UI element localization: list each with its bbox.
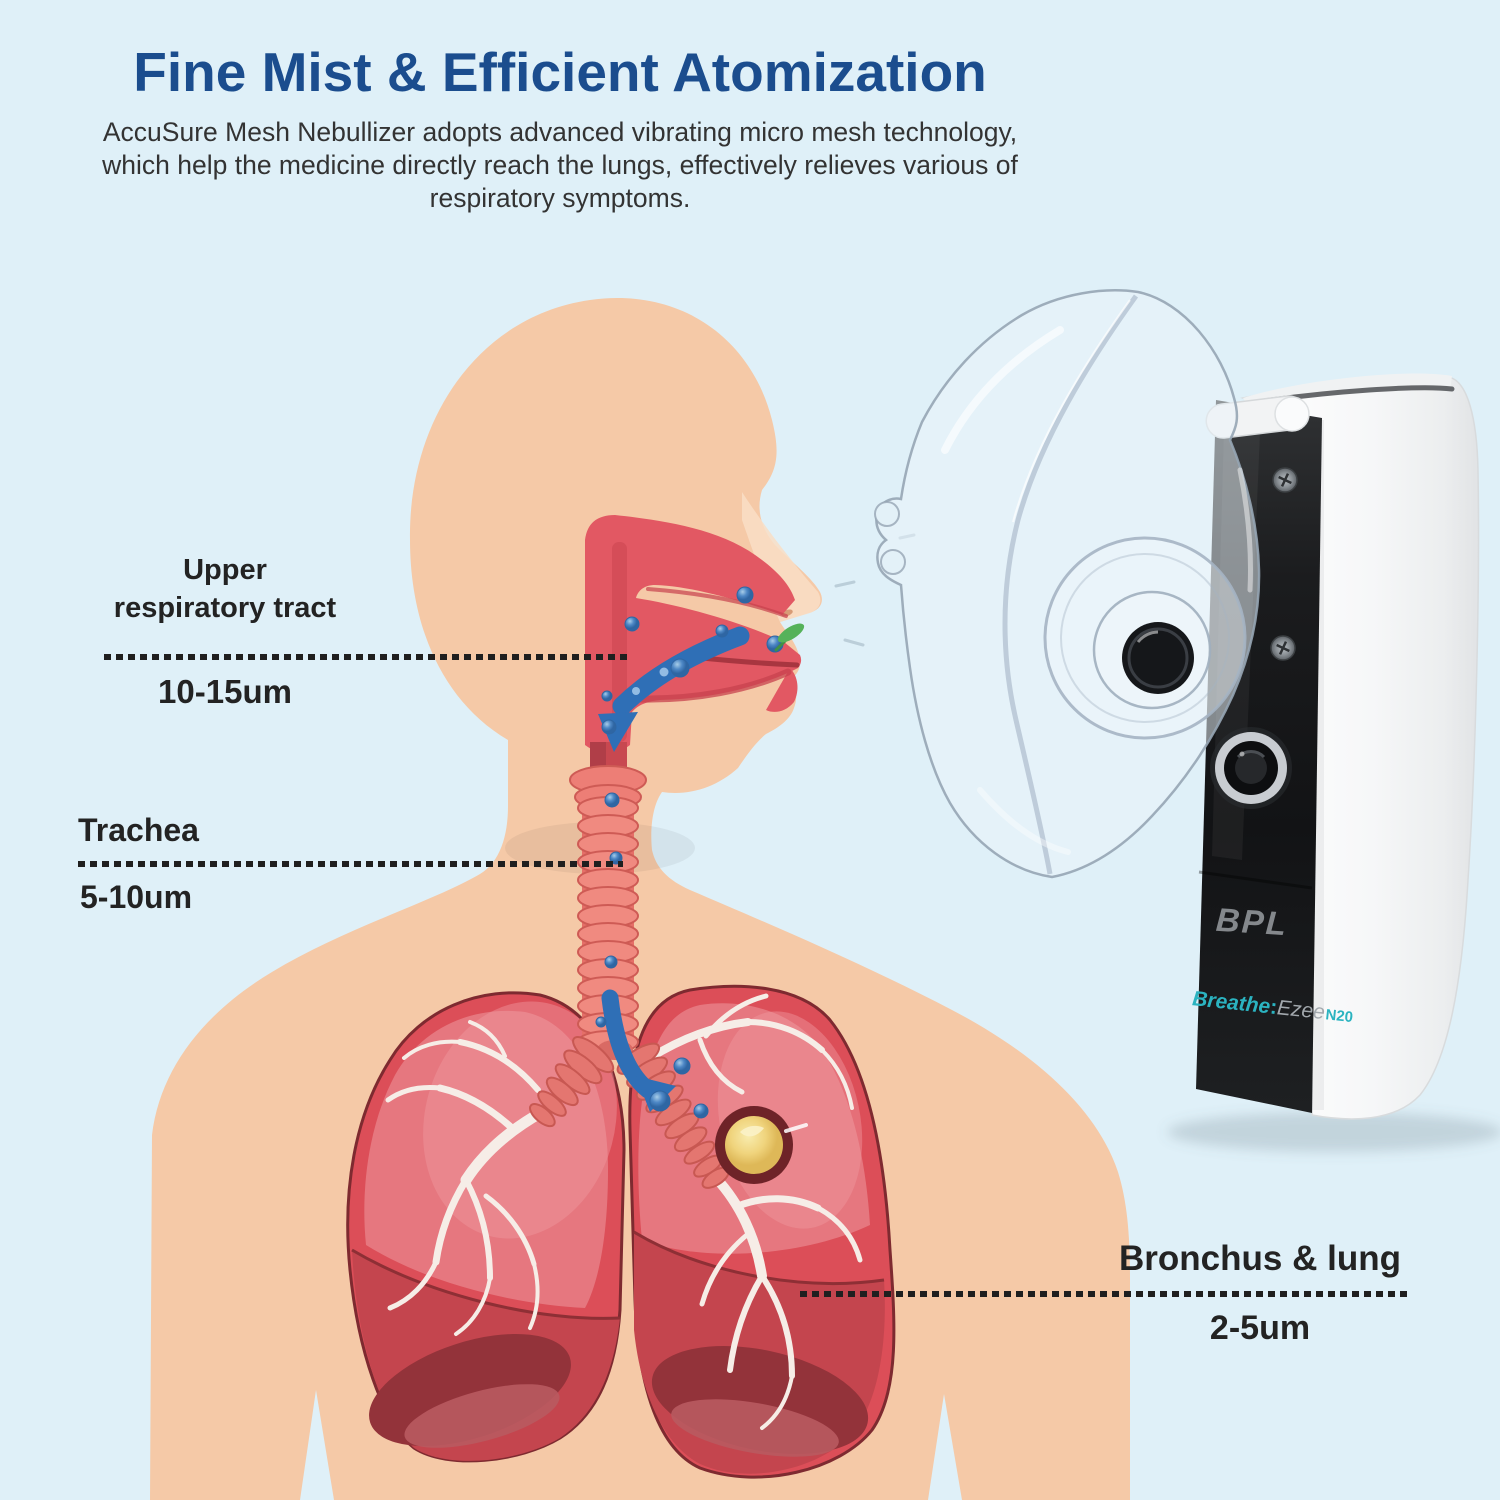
device-lid xyxy=(1243,373,1452,406)
subtitle-line-3: respiratory symptoms. xyxy=(429,183,691,213)
leader-line-bronchus xyxy=(800,1291,1407,1297)
mask-cup-ring xyxy=(1060,553,1230,723)
callout-trachea-value: 5-10um xyxy=(80,879,193,915)
callout-upper-line1: Upper xyxy=(183,554,267,586)
nose-highlight xyxy=(742,492,821,622)
nasal-floor-shade xyxy=(646,587,788,618)
header: Fine Mist & Efficient Atomization AccuSu… xyxy=(5,40,1115,215)
model-name-secondary: Ezee xyxy=(1275,996,1326,1025)
callout-upper-line2: respiratory tract xyxy=(113,592,337,624)
nebulizer-mask-illustration xyxy=(874,289,1261,879)
panel-section-line xyxy=(1198,870,1313,890)
model-name-variant: N20 xyxy=(1324,1006,1354,1027)
leader-line-trachea xyxy=(78,861,623,867)
bronchi-left xyxy=(385,1020,548,1336)
green-sprout xyxy=(774,623,805,652)
mask-fold-line xyxy=(1002,294,1139,875)
screw-top xyxy=(1272,467,1298,493)
armpit-gap-left xyxy=(300,1390,334,1500)
bronchi-right xyxy=(646,993,863,1430)
subtitle-line-2: which help the medicine directly reach t… xyxy=(102,150,1018,180)
mask-shell xyxy=(875,289,1261,879)
callout-upper-respiratory-label: Upper respiratory tract xyxy=(60,551,390,627)
mask-strap-hole-top xyxy=(874,501,900,527)
mask-cup-hole-ring xyxy=(1127,627,1189,689)
bronchus-branch-left xyxy=(529,1036,615,1128)
mask-glare xyxy=(941,326,1254,855)
armpit-gap-right xyxy=(928,1394,962,1500)
callout-upper-respiratory-value: 10-15um xyxy=(158,673,292,710)
device-shadow xyxy=(1167,1112,1500,1152)
larynx-connector-shade xyxy=(590,742,606,770)
right-lung xyxy=(628,984,896,1479)
leader-line-upper-respiratory xyxy=(104,654,631,660)
lung-nodule xyxy=(715,1106,808,1184)
page-title: Fine Mist & Efficient Atomization xyxy=(133,41,987,103)
mask-fold-highlight xyxy=(1012,299,1131,523)
subtitle-line-1: AccuSure Mesh Nebullizer adopts advanced… xyxy=(102,117,1018,147)
screw-bottom xyxy=(1270,635,1296,661)
callout-bronchus-label: Bronchus & lung xyxy=(1119,1239,1401,1278)
respiratory-system-illustration xyxy=(346,515,916,1479)
mask-strap-hole-bottom xyxy=(880,549,906,575)
device-brand-label: BPL xyxy=(1214,900,1290,943)
power-button xyxy=(1210,727,1292,809)
mask-hole-glint xyxy=(1136,630,1159,643)
oral-floor-shade xyxy=(636,668,792,703)
lower-lip-red xyxy=(766,668,798,712)
callout-bronchus-value: 2-5um xyxy=(1209,1309,1311,1347)
callout-trachea-label: Trachea xyxy=(78,812,199,848)
